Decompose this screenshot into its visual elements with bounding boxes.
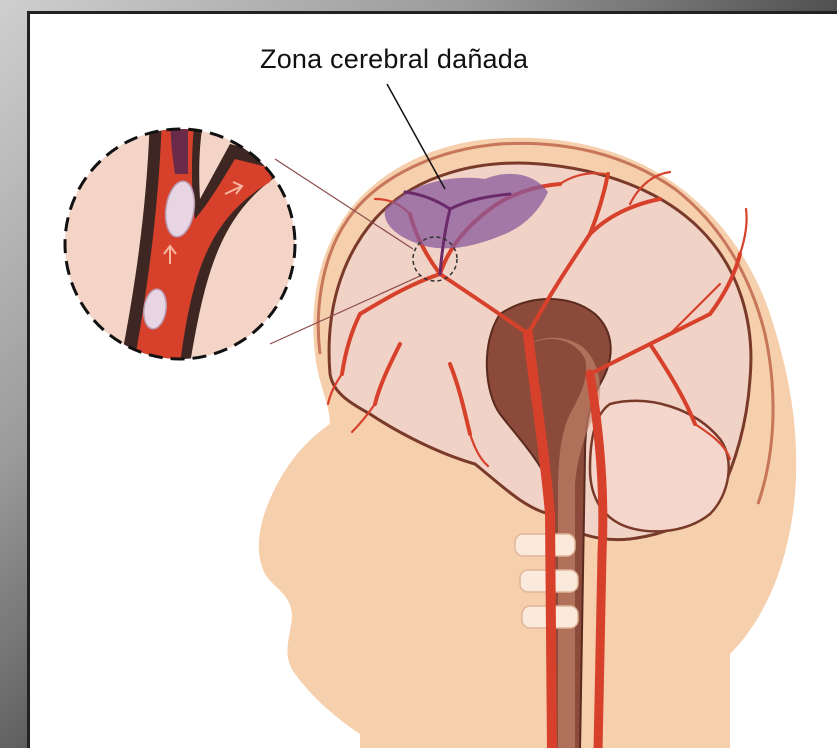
vertebra-1	[515, 534, 575, 556]
magnified-inset	[65, 114, 295, 364]
brain-stroke-diagram	[30, 14, 837, 748]
illustration-frame: Zona cerebral dañada	[27, 11, 837, 748]
damaged-brain-area-label: Zona cerebral dañada	[260, 44, 528, 75]
